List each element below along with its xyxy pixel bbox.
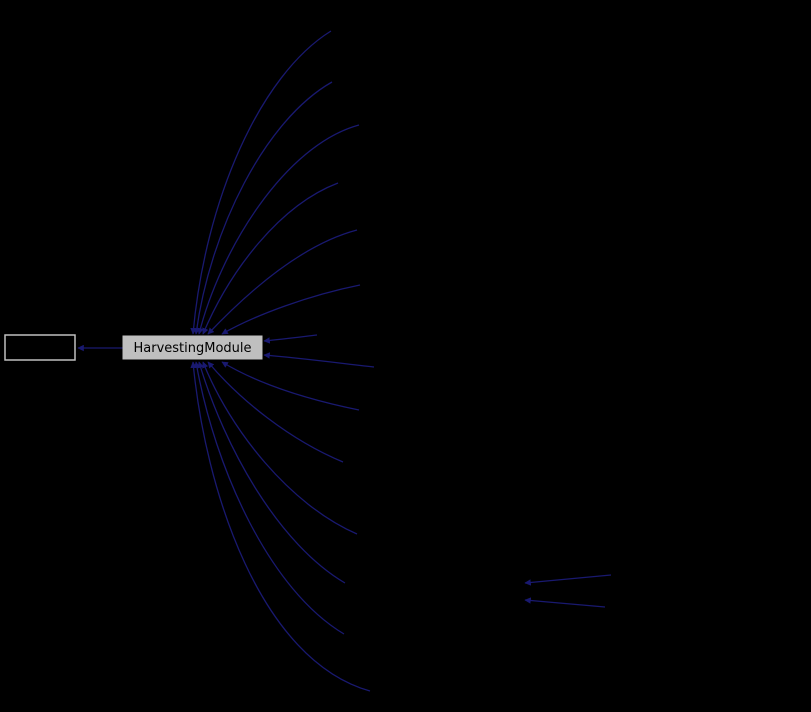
- base-class-node[interactable]: [4, 334, 76, 361]
- derived-edges: [190, 30, 375, 692]
- harvesting-module-node[interactable]: HarvestingModule: [122, 335, 263, 360]
- harvesting-module-label: HarvestingModule: [133, 341, 251, 356]
- secondary-edges: [524, 574, 612, 608]
